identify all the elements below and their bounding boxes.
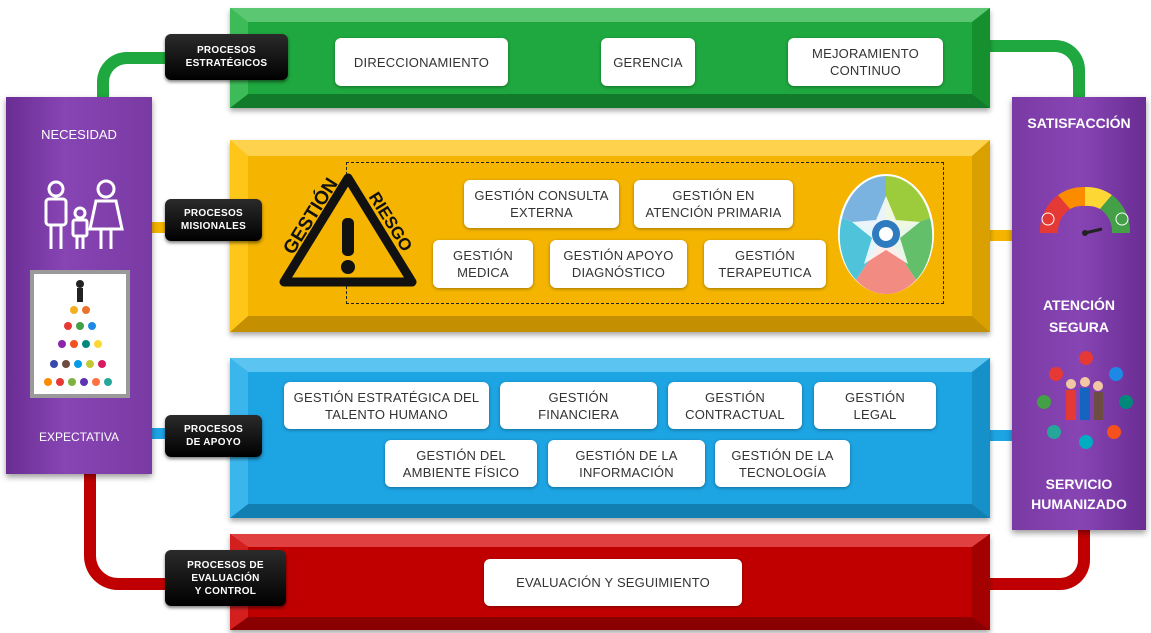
label-procesos-misionales: PROCESOS MISIONALES xyxy=(165,199,262,241)
missional-box-terapeutica: GESTIÓN TERAPEUTICA xyxy=(704,240,826,288)
necesidad-label: NECESIDAD xyxy=(41,127,117,142)
right-panel xyxy=(1012,97,1146,530)
support-box-talento-humano: GESTIÓN ESTRATÉGICA DEL TALENTO HUMANO xyxy=(284,382,489,429)
servicio-humanizado-label: SERVICIO HUMANIZADO xyxy=(1031,476,1127,512)
family-icon xyxy=(44,179,124,249)
label-procesos-evaluacion: PROCESOS DE EVALUACIÓN Y CONTROL xyxy=(165,550,286,606)
missional-box-consulta-externa: GESTIÓN CONSULTA EXTERNA xyxy=(464,180,619,228)
support-box-legal: GESTIÓN LEGAL xyxy=(814,382,936,429)
support-connector-right xyxy=(980,430,1020,441)
care-model-circle-icon xyxy=(838,174,934,295)
support-box-tecnologia: GESTIÓN DE LA TECNOLOGÍA xyxy=(715,440,850,487)
missional-box-medica: GESTIÓN MEDICA xyxy=(433,240,533,288)
humanized-care-icon xyxy=(1037,351,1133,449)
strategic-box-direccionamiento: DIRECCIONAMIENTO xyxy=(335,38,508,86)
support-box-ambiente-fisico: GESTIÓN DEL AMBIENTE FÍSICO xyxy=(385,440,537,487)
needs-pyramid-image xyxy=(30,270,130,398)
strategic-connector-right xyxy=(975,40,1085,110)
expectativa-label: EXPECTATIVA xyxy=(38,430,119,444)
missional-box-apoyo-diagnostico: GESTIÓN APOYO DIAGNÓSTICO xyxy=(550,240,687,288)
warning-triangle-icon xyxy=(279,173,417,287)
strategic-box-gerencia: GERENCIA xyxy=(601,38,695,86)
missional-connector-right xyxy=(980,230,1020,241)
atencion-segura-label: ATENCIÓN SEGURA xyxy=(1042,297,1116,335)
needs-pyramid-icon xyxy=(44,280,112,386)
missional-box-atencion-primaria: GESTIÓN EN ATENCIÓN PRIMARIA xyxy=(634,180,793,228)
strategic-box-mejoramiento: MEJORAMIENTO CONTINUO xyxy=(788,38,943,86)
label-procesos-apoyo: PROCESOS DE APOYO xyxy=(165,415,262,457)
support-box-financiera: GESTIÓN FINANCIERA xyxy=(500,382,657,429)
support-box-informacion: GESTIÓN DE LA INFORMACIÓN xyxy=(548,440,705,487)
label-procesos-estrategicos: PROCESOS ESTRATÉGICOS xyxy=(165,34,288,80)
evaluation-connector-right xyxy=(975,520,1090,590)
satisfaction-gauge-icon xyxy=(1039,186,1131,236)
evaluation-box-seguimiento: EVALUACIÓN Y SEGUIMIENTO xyxy=(484,559,742,606)
support-box-contractual: GESTIÓN CONTRACTUAL xyxy=(668,382,802,429)
satisfaccion-label: SATISFACCIÓN xyxy=(1027,115,1131,131)
